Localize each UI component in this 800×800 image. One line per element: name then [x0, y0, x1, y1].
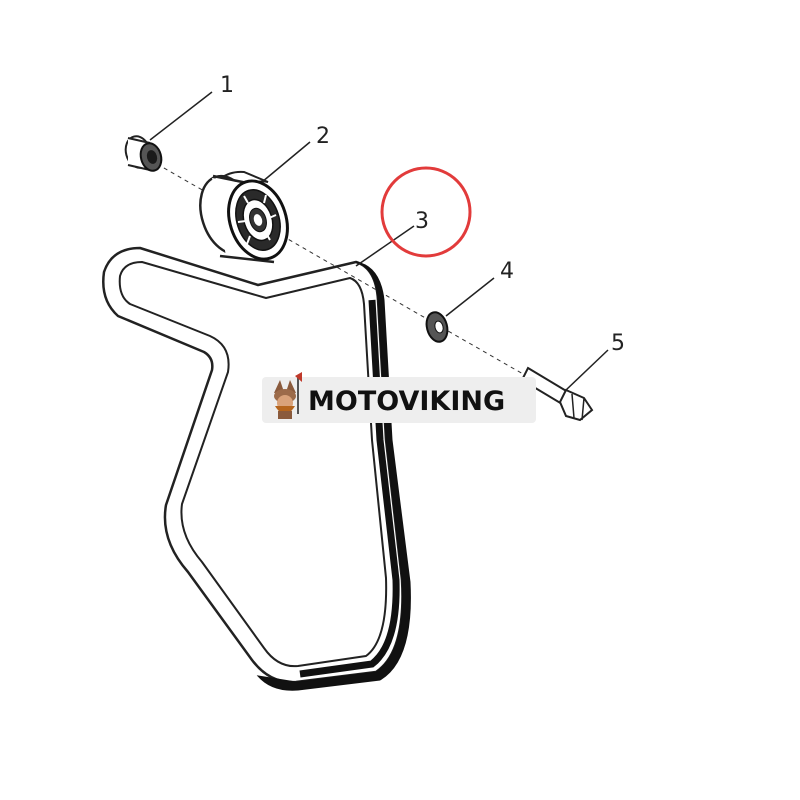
callout-number-2: 2 [316, 124, 330, 149]
watermark-banner: MOTOVIKING [262, 372, 536, 423]
callout-number-5: 5 [611, 331, 625, 356]
part-4-washer[interactable] [423, 310, 450, 344]
part-2-idler-pulley[interactable] [191, 169, 297, 267]
callout-number-4: 4 [500, 259, 514, 284]
highlight-circle [380, 166, 472, 258]
part-1-spacer[interactable] [122, 133, 164, 173]
leader-lines [149, 91, 609, 391]
callout-number-3: 3 [415, 209, 429, 234]
viking-mascot-icon [274, 372, 302, 419]
part-5-bolt[interactable] [520, 366, 594, 422]
callout-number-1: 1 [220, 73, 234, 98]
part-3-drive-belt[interactable] [102, 246, 411, 691]
brand-watermark-text: MOTOVIKING [308, 386, 505, 417]
